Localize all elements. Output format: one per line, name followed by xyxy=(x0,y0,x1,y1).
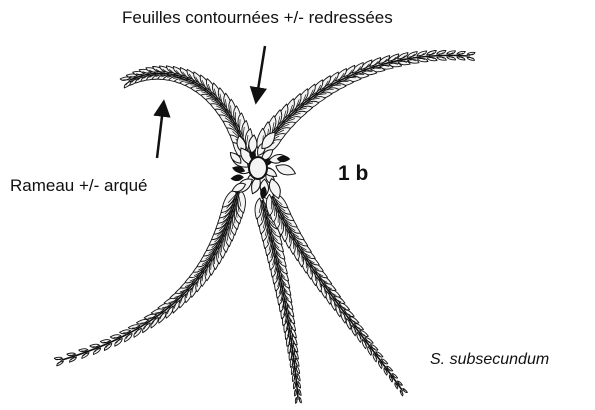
leaf-shading xyxy=(330,85,341,86)
top-annotation-label: Feuilles contournées +/- redressées xyxy=(122,8,393,28)
capitulum-head xyxy=(230,132,295,199)
capitulum-leaf xyxy=(278,156,290,162)
left-annotation-label: Rameau +/- arqué xyxy=(10,176,148,196)
branch-upper-right xyxy=(257,51,475,154)
capitulum-core xyxy=(249,157,267,179)
capitulum-leaf xyxy=(276,165,296,175)
branch-upper-left xyxy=(120,66,256,161)
branch-stem xyxy=(62,192,238,360)
leaf-shading xyxy=(132,328,140,329)
capitulum-leaf xyxy=(231,175,243,181)
figure-number-label: 1 b xyxy=(338,162,368,186)
capitulum-leaf xyxy=(269,179,280,199)
branches-group xyxy=(54,51,475,404)
leaf-shading xyxy=(179,80,189,81)
species-name-label: S. subsecundum xyxy=(430,351,549,369)
arrow-to-branch xyxy=(157,108,163,158)
leaf xyxy=(299,389,301,395)
leaf-shading xyxy=(93,347,99,348)
arrow-to-leaves xyxy=(257,46,265,96)
leaf xyxy=(299,397,301,403)
leaf-shading xyxy=(275,203,276,216)
branch-lower-left xyxy=(54,189,245,366)
